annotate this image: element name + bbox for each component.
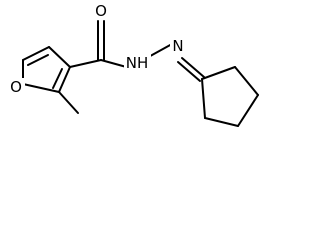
bond-cp3-cp4 — [237, 94, 259, 127]
furan-oxygen-label: O — [10, 78, 22, 96]
bond-cp1-cp2 — [201, 66, 236, 80]
bond-n-c-b — [177, 61, 201, 82]
bond-cp2-cp3 — [234, 66, 259, 96]
bond-c3-c2-inner — [52, 68, 63, 89]
bond-n-c-a — [181, 57, 205, 78]
furan-ring — [22, 46, 71, 93]
bond-c3-c2 — [58, 66, 71, 93]
bond-c5-c4 — [22, 46, 50, 61]
carbonyl-oxygen-label: O — [95, 2, 107, 20]
bond-c3-carbonyl — [69, 59, 102, 68]
bond-cp5-cp1 — [201, 78, 206, 119]
hydrazone-n-label: N — [172, 37, 183, 55]
bond-cp4-cp5 — [204, 117, 239, 127]
bond-c4-c3 — [48, 46, 71, 68]
bond-c2-o1 — [22, 83, 60, 93]
bond-methyl — [58, 91, 79, 114]
bond-c5-c4-inner — [27, 54, 49, 66]
carbonyl-group — [69, 20, 105, 68]
amide-nh-label: NH — [126, 54, 149, 72]
chemical-structure: O NH N O — [7, 2, 259, 127]
cyclopentane-ring — [201, 66, 259, 127]
